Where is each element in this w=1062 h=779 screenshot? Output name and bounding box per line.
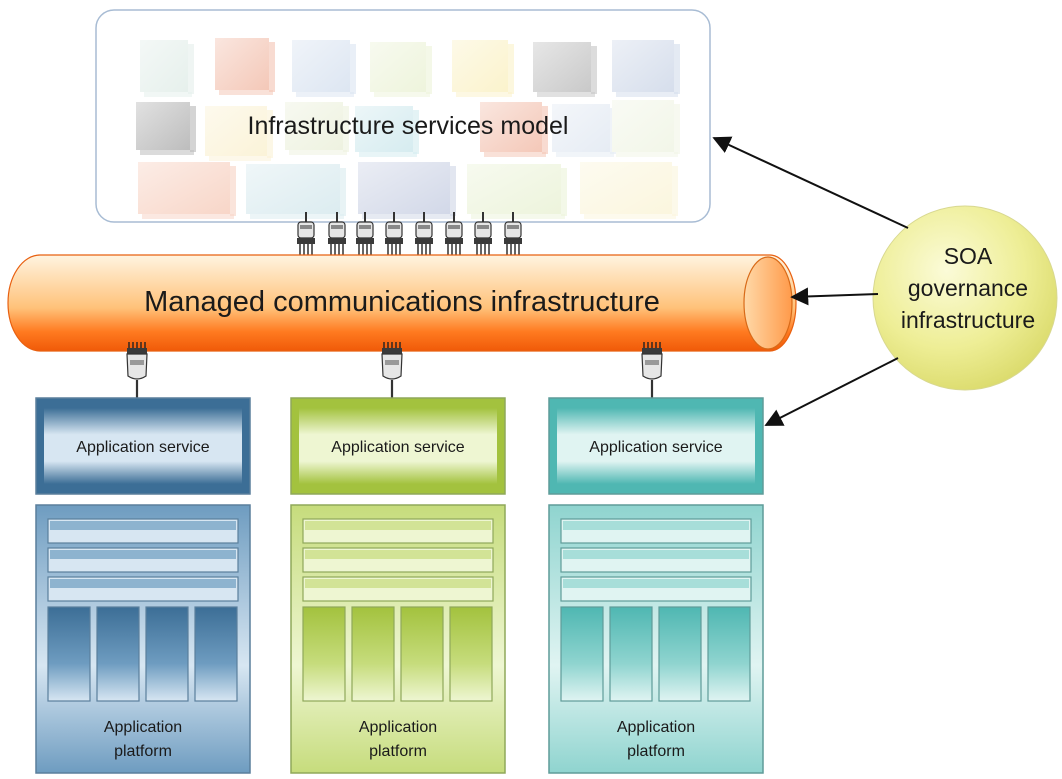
application-service-box: Application service: [35, 397, 251, 495]
application-service-label: Application service: [331, 439, 465, 456]
service-block: [292, 40, 356, 97]
service-block: [580, 162, 678, 219]
service-block: [452, 40, 514, 97]
service-block: [140, 40, 194, 97]
governance-line-3: infrastructure: [901, 307, 1035, 333]
service-block: [467, 164, 567, 219]
connector-plug: [297, 212, 315, 255]
model-label: Infrastructure services model: [248, 112, 569, 140]
connector-plug: [381, 342, 403, 398]
service-block: [285, 102, 349, 155]
application-service-label: Application service: [589, 439, 723, 456]
application-service-box: Application service: [290, 397, 506, 495]
service-block: [215, 38, 275, 95]
service-block: [358, 162, 456, 219]
service-block: [138, 162, 236, 219]
connector-plug: [504, 212, 522, 255]
application-columns: Application serviceApplicationplatformAp…: [35, 397, 764, 774]
service-connectors: [126, 342, 663, 398]
application-platform-box: Application platform: [290, 504, 506, 774]
model-connectors: [297, 212, 522, 255]
connector-plug: [641, 342, 663, 398]
governance-line-1: SOA: [944, 243, 993, 269]
connector-plug: [356, 212, 374, 255]
application-service-box: Application service: [548, 397, 764, 495]
application-platform-label-line1: Application: [104, 719, 182, 736]
service-block: [136, 102, 196, 155]
service-block: [612, 40, 680, 97]
connector-plug: [474, 212, 492, 255]
governance-line-2: governance: [908, 275, 1028, 301]
application-platform-label-line2: platform: [369, 743, 427, 760]
service-block: [246, 164, 346, 219]
application-service-label: Application service: [76, 439, 210, 456]
service-block: [355, 106, 419, 157]
service-block: [370, 42, 432, 97]
service-blocks: [136, 38, 680, 219]
bus-label: Managed communications infrastructure: [144, 286, 660, 318]
arrow-to-bus: [790, 287, 879, 306]
infrastructure-services-model: Infrastructure services model: [95, 9, 711, 223]
communications-bus: Managed communications infrastructure: [7, 254, 797, 352]
application-platform-label-line2: platform: [114, 743, 172, 760]
application-platform-label-line2: platform: [627, 743, 685, 760]
service-block: [612, 100, 680, 157]
service-block: [480, 102, 548, 157]
connector-plug: [385, 212, 403, 255]
application-platform-box: Application platform: [35, 504, 251, 774]
service-block: [533, 42, 597, 97]
connector-plug: [126, 342, 148, 398]
service-block: [205, 106, 273, 161]
application-platform-label-line1: Application: [359, 719, 437, 736]
arrow-to-service: [764, 357, 899, 426]
connector-plug: [415, 212, 433, 255]
bus-end-cap: [743, 256, 793, 350]
service-block: [552, 104, 616, 157]
bus-pipe: [7, 254, 797, 352]
connector-plug: [445, 212, 463, 255]
arrow-to-model: [712, 136, 909, 229]
connector-plug: [328, 212, 346, 255]
application-platform-box: Application platform: [548, 504, 764, 774]
application-platform-label-line1: Application: [617, 719, 695, 736]
soa-governance: SOA governance infrastructure: [872, 205, 1058, 391]
governance-circle: [872, 205, 1058, 391]
